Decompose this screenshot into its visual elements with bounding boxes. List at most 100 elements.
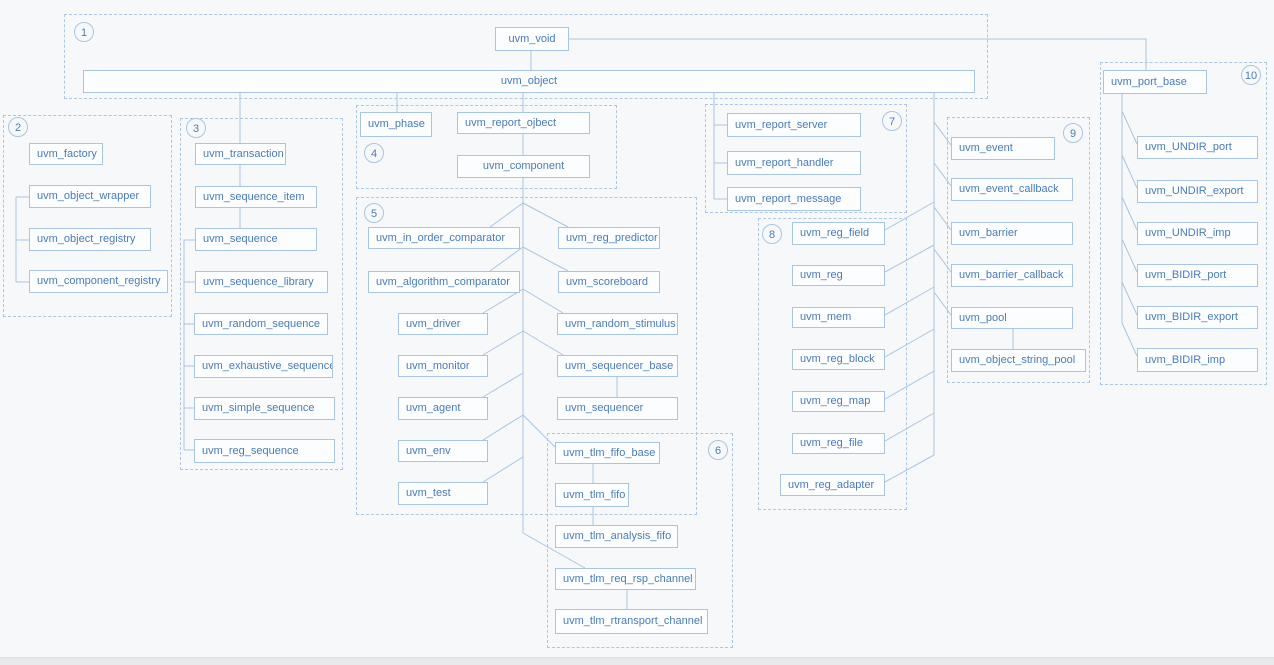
class-box-uvm_barrier_callback: uvm_barrier_callback xyxy=(951,264,1073,287)
class-box-uvm_transaction: uvm_transaction xyxy=(195,143,286,165)
connector-line xyxy=(522,330,564,356)
connector-line xyxy=(482,330,524,356)
class-box-uvm_simple_sequence: uvm_simple_sequence xyxy=(194,397,335,420)
class-box-uvm_reg: uvm_reg xyxy=(792,265,885,286)
class-box-uvm_void: uvm_void xyxy=(495,27,569,51)
class-box-uvm_BIDIR_export: uvm_BIDIR_export xyxy=(1137,306,1258,329)
connector-line xyxy=(884,412,935,442)
group-border-4 xyxy=(356,105,617,189)
connector-line xyxy=(933,291,952,316)
class-box-uvm_sequencer_base: uvm_sequencer_base xyxy=(557,355,678,377)
class-box-uvm_random_stimulus: uvm_random_stimulus xyxy=(557,313,678,335)
class-box-uvm_driver: uvm_driver xyxy=(398,313,488,335)
connector-line xyxy=(933,206,952,231)
class-box-uvm_sequence_library: uvm_sequence_library xyxy=(195,271,328,293)
class-box-uvm_env: uvm_env xyxy=(398,440,488,462)
connector-line xyxy=(522,532,586,569)
group-border-7 xyxy=(705,104,907,213)
class-box-uvm_random_sequence: uvm_random_sequence xyxy=(194,313,328,335)
class-box-uvm_object: uvm_object xyxy=(83,70,975,93)
class-box-uvm_mem: uvm_mem xyxy=(792,307,885,328)
group-badge-2: 2 xyxy=(8,117,28,137)
class-box-uvm_tlm_req_rsp_channel: uvm_tlm_req_rsp_channel xyxy=(555,568,696,590)
connector-line xyxy=(1121,110,1138,145)
class-box-uvm_monitor: uvm_monitor xyxy=(398,355,488,377)
class-box-uvm_report_server: uvm_report_server xyxy=(727,113,861,137)
group-border-1 xyxy=(64,14,988,99)
class-box-uvm_sequencer: uvm_sequencer xyxy=(557,397,678,420)
class-box-uvm_reg_block: uvm_reg_block xyxy=(792,349,885,370)
group-border-2 xyxy=(3,115,172,317)
group-border-3 xyxy=(180,118,343,470)
class-box-uvm_reg_map: uvm_reg_map xyxy=(792,391,885,412)
connector-line xyxy=(884,201,935,231)
class-box-uvm_tlm_rtransport_channel: uvm_tlm_rtransport_channel xyxy=(555,609,708,634)
connector-line xyxy=(1121,322,1138,357)
class-box-uvm_reg_file: uvm_reg_file xyxy=(792,433,885,454)
connector-line xyxy=(884,286,935,316)
connector-line xyxy=(522,246,569,272)
class-box-uvm_UNDIR_export: uvm_UNDIR_export xyxy=(1137,180,1258,203)
class-box-uvm_reg_field: uvm_reg_field xyxy=(792,222,885,245)
group-badge-9: 9 xyxy=(1063,123,1083,143)
class-box-uvm_reg_predictor: uvm_reg_predictor xyxy=(558,227,660,249)
group-badge-1: 1 xyxy=(74,22,94,42)
group-badge-8: 8 xyxy=(762,224,782,244)
class-box-uvm_factory: uvm_factory xyxy=(29,143,103,165)
connector-line xyxy=(933,121,952,146)
class-box-uvm_pool: uvm_pool xyxy=(951,307,1073,329)
class-box-uvm_port_base: uvm_port_base xyxy=(1103,70,1207,94)
connector-line xyxy=(933,162,952,187)
connector-line xyxy=(482,414,524,441)
class-box-uvm_component: uvm_component xyxy=(457,155,590,178)
class-box-uvm_scoreboard: uvm_scoreboard xyxy=(558,271,660,293)
connector-line xyxy=(884,328,935,358)
connector-line xyxy=(522,288,564,314)
class-box-uvm_reg_sequence: uvm_reg_sequence xyxy=(194,439,335,463)
group-badge-3: 3 xyxy=(186,118,206,138)
class-box-uvm_phase: uvm_phase xyxy=(360,112,432,137)
connector-line xyxy=(884,244,935,273)
class-box-uvm_in_order_comparator: uvm_in_order_comparator xyxy=(368,227,520,249)
connector-line xyxy=(1121,196,1138,231)
connector-line xyxy=(482,372,524,398)
class-box-uvm_component_registry: uvm_component_registry xyxy=(29,270,168,293)
class-box-uvm_event: uvm_event xyxy=(951,137,1055,160)
class-box-uvm_tlm_analysis_fifo: uvm_tlm_analysis_fifo xyxy=(555,525,678,548)
class-box-uvm_tlm_fifo_base: uvm_tlm_fifo_base xyxy=(555,442,660,464)
group-border-5 xyxy=(356,197,697,515)
group-badge-10: 10 xyxy=(1241,65,1261,85)
class-box-uvm_event_callback: uvm_event_callback xyxy=(951,178,1073,201)
class-box-uvm_algorithm_comparator: uvm_algorithm_comparator xyxy=(368,271,520,293)
connector-line xyxy=(183,239,195,450)
connector-line xyxy=(1121,281,1138,316)
class-box-uvm_test: uvm_test xyxy=(398,482,488,505)
class-box-uvm_object_registry: uvm_object_registry xyxy=(29,228,151,251)
class-box-uvm_exhaustive_sequence: uvm_exhaustive_sequence xyxy=(194,355,333,378)
group-border-8 xyxy=(758,218,907,510)
connector-line xyxy=(522,414,556,448)
connector-line xyxy=(489,246,524,272)
class-box-uvm_BIDIR_imp: uvm_BIDIR_imp xyxy=(1137,348,1258,372)
class-box-uvm_reg_adapter: uvm_reg_adapter xyxy=(780,474,885,496)
group-border-6 xyxy=(547,433,733,648)
class-box-uvm_sequence: uvm_sequence xyxy=(195,228,317,251)
class-box-uvm_sequence_item: uvm_sequence_item xyxy=(195,186,317,208)
group-badge-5: 5 xyxy=(364,203,384,223)
connector-line xyxy=(482,288,524,314)
class-box-uvm_report_ojbect: uvm_report_ojbect xyxy=(457,112,590,134)
class-box-uvm_tlm_fifo: uvm_tlm_fifo xyxy=(555,483,629,507)
class-box-uvm_object_wrapper: uvm_object_wrapper xyxy=(29,185,151,208)
connector-line xyxy=(1121,238,1138,273)
class-box-uvm_barrier: uvm_barrier xyxy=(951,222,1073,245)
group-badge-7: 7 xyxy=(882,111,902,131)
connector-line xyxy=(482,456,524,483)
connector-line xyxy=(933,248,952,273)
class-box-uvm_report_handler: uvm_report_handler xyxy=(727,151,861,175)
connector-line xyxy=(884,370,935,400)
group-badge-6: 6 xyxy=(708,440,728,460)
class-box-uvm_BIDIR_port: uvm_BIDIR_port xyxy=(1137,264,1258,287)
class-box-uvm_object_string_pool: uvm_object_string_pool xyxy=(951,349,1086,372)
